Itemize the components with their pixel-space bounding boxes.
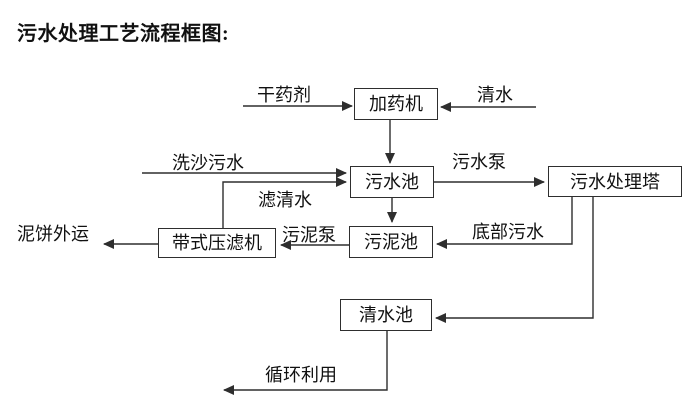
- label-dry-chemical: 干药剂: [257, 85, 311, 105]
- label-clear-water: 清水: [477, 85, 513, 105]
- arrow-bottom-sewage-to-sludge-pool: [436, 197, 573, 249]
- node-sewage-treatment-tower: 污水处理塔: [548, 166, 682, 197]
- arrow-treatment-tower-to-clear-water-pool: [435, 197, 594, 323]
- label-sand-washing-sewage: 洗沙污水: [172, 153, 244, 173]
- node-clear-water-pool: 清水池: [340, 299, 432, 331]
- node-dosing-machine: 加药机: [354, 88, 438, 120]
- arrow-filtered-water-to-sewage-pool: [222, 177, 347, 228]
- node-sludge-pool: 污泥池: [349, 226, 433, 258]
- node-sewage-pool: 污水池: [350, 166, 434, 198]
- label-sludge-pump: 污泥泵: [282, 225, 336, 245]
- arrow-clear-water-pool-to-recycling: [223, 331, 388, 395]
- label-bottom-sewage: 底部污水: [472, 222, 544, 242]
- label-mud-cake-transport: 泥饼外运: [17, 224, 89, 244]
- node-belt-filter-press: 带式压滤机: [158, 228, 276, 258]
- label-filtered-water: 滤清水: [258, 190, 312, 210]
- diagram-title: 污水处理工艺流程框图:: [17, 23, 230, 45]
- label-sewage-pump: 污水泵: [452, 152, 506, 172]
- label-recycling: 循环利用: [265, 365, 337, 385]
